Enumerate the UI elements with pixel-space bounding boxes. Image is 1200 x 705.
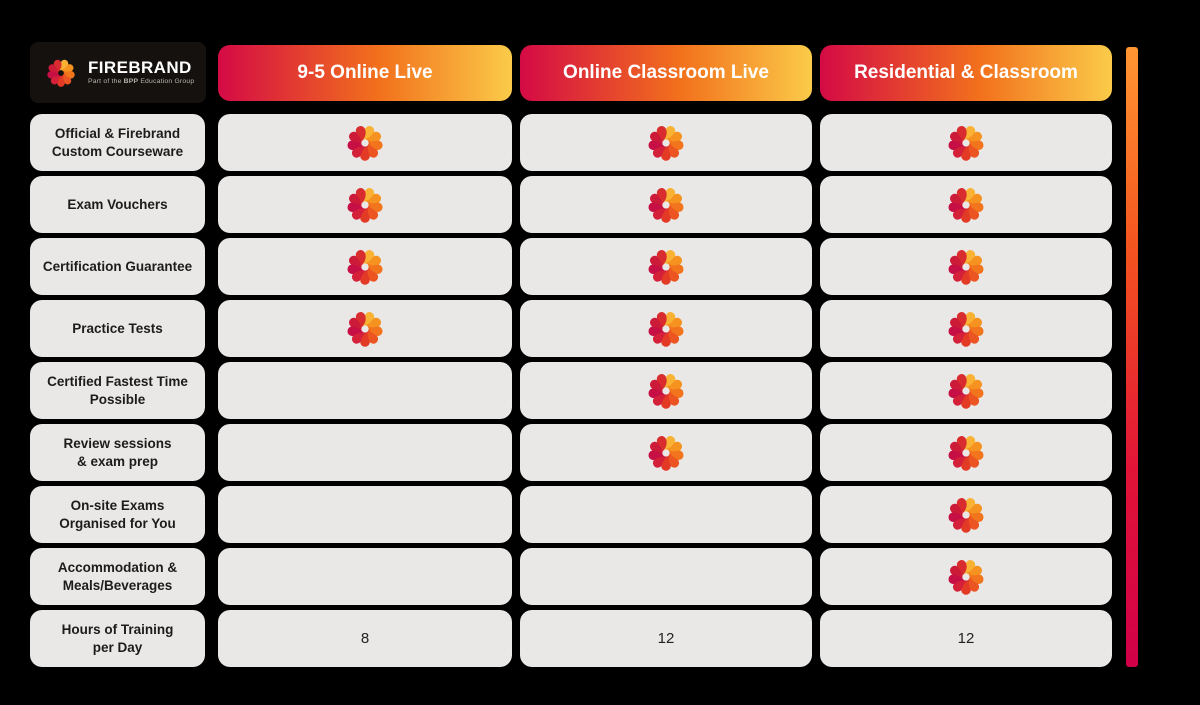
feature-row-label: Review sessions & exam prep xyxy=(30,424,205,481)
column-header-residential-classroom: Residential & Classroom xyxy=(820,45,1112,101)
firebrand-swirl-icon xyxy=(648,435,684,471)
firebrand-swirl-icon xyxy=(347,249,383,285)
feature-cell xyxy=(520,238,812,295)
firebrand-logo: FIREBRAND Part of the BPP Education Grou… xyxy=(30,42,206,103)
feature-cell xyxy=(218,424,512,481)
firebrand-swirl-icon xyxy=(347,125,383,161)
gradient-accent-bar xyxy=(1126,47,1138,667)
feature-cell xyxy=(520,424,812,481)
firebrand-swirl-icon xyxy=(648,187,684,223)
firebrand-swirl-icon xyxy=(648,311,684,347)
feature-cell xyxy=(520,548,812,605)
feature-cell xyxy=(520,300,812,357)
firebrand-swirl-icon xyxy=(347,187,383,223)
feature-cell xyxy=(218,548,512,605)
feature-cell xyxy=(820,114,1112,171)
firebrand-swirl-icon xyxy=(347,311,383,347)
column-header-online-classroom-live: Online Classroom Live xyxy=(520,45,812,101)
firebrand-swirl-icon xyxy=(43,55,79,91)
feature-cell xyxy=(218,114,512,171)
firebrand-swirl-icon xyxy=(948,125,984,161)
feature-cell xyxy=(820,362,1112,419)
feature-row-label: Hours of Training per Day xyxy=(30,610,205,667)
firebrand-swirl-icon xyxy=(948,373,984,409)
feature-cell xyxy=(820,238,1112,295)
firebrand-swirl-icon xyxy=(948,249,984,285)
feature-row-label: On-site Exams Organised for You xyxy=(30,486,205,543)
column-header-online-live: 9-5 Online Live xyxy=(218,45,512,101)
feature-cell xyxy=(520,176,812,233)
feature-cell xyxy=(218,238,512,295)
feature-cell xyxy=(820,424,1112,481)
feature-cell xyxy=(820,300,1112,357)
feature-row-label: Certification Guarantee xyxy=(30,238,205,295)
firebrand-swirl-icon xyxy=(648,125,684,161)
firebrand-swirl-icon xyxy=(948,311,984,347)
feature-row-label: Official & Firebrand Custom Courseware xyxy=(30,114,205,171)
brand-tagline: Part of the BPP Education Group xyxy=(88,78,195,86)
feature-cell xyxy=(520,114,812,171)
feature-cell xyxy=(820,548,1112,605)
firebrand-swirl-icon xyxy=(948,497,984,533)
feature-cell xyxy=(218,300,512,357)
feature-cell xyxy=(520,362,812,419)
feature-cell xyxy=(820,176,1112,233)
feature-row-label: Accommodation & Meals/Beverages xyxy=(30,548,205,605)
feature-cell: 12 xyxy=(520,610,812,667)
feature-row-label: Certified Fastest Time Possible xyxy=(30,362,205,419)
firebrand-swirl-icon xyxy=(948,435,984,471)
firebrand-swirl-icon xyxy=(948,559,984,595)
firebrand-swirl-icon xyxy=(948,187,984,223)
feature-row-label: Practice Tests xyxy=(30,300,205,357)
brand-name: FIREBRAND xyxy=(88,58,192,78)
feature-cell: 12 xyxy=(820,610,1112,667)
firebrand-swirl-icon xyxy=(648,373,684,409)
feature-cell xyxy=(218,362,512,419)
firebrand-swirl-icon xyxy=(648,249,684,285)
feature-cell xyxy=(218,176,512,233)
feature-cell xyxy=(218,486,512,543)
feature-cell xyxy=(820,486,1112,543)
feature-row-label: Exam Vouchers xyxy=(30,176,205,233)
feature-cell xyxy=(520,486,812,543)
feature-cell: 8 xyxy=(218,610,512,667)
